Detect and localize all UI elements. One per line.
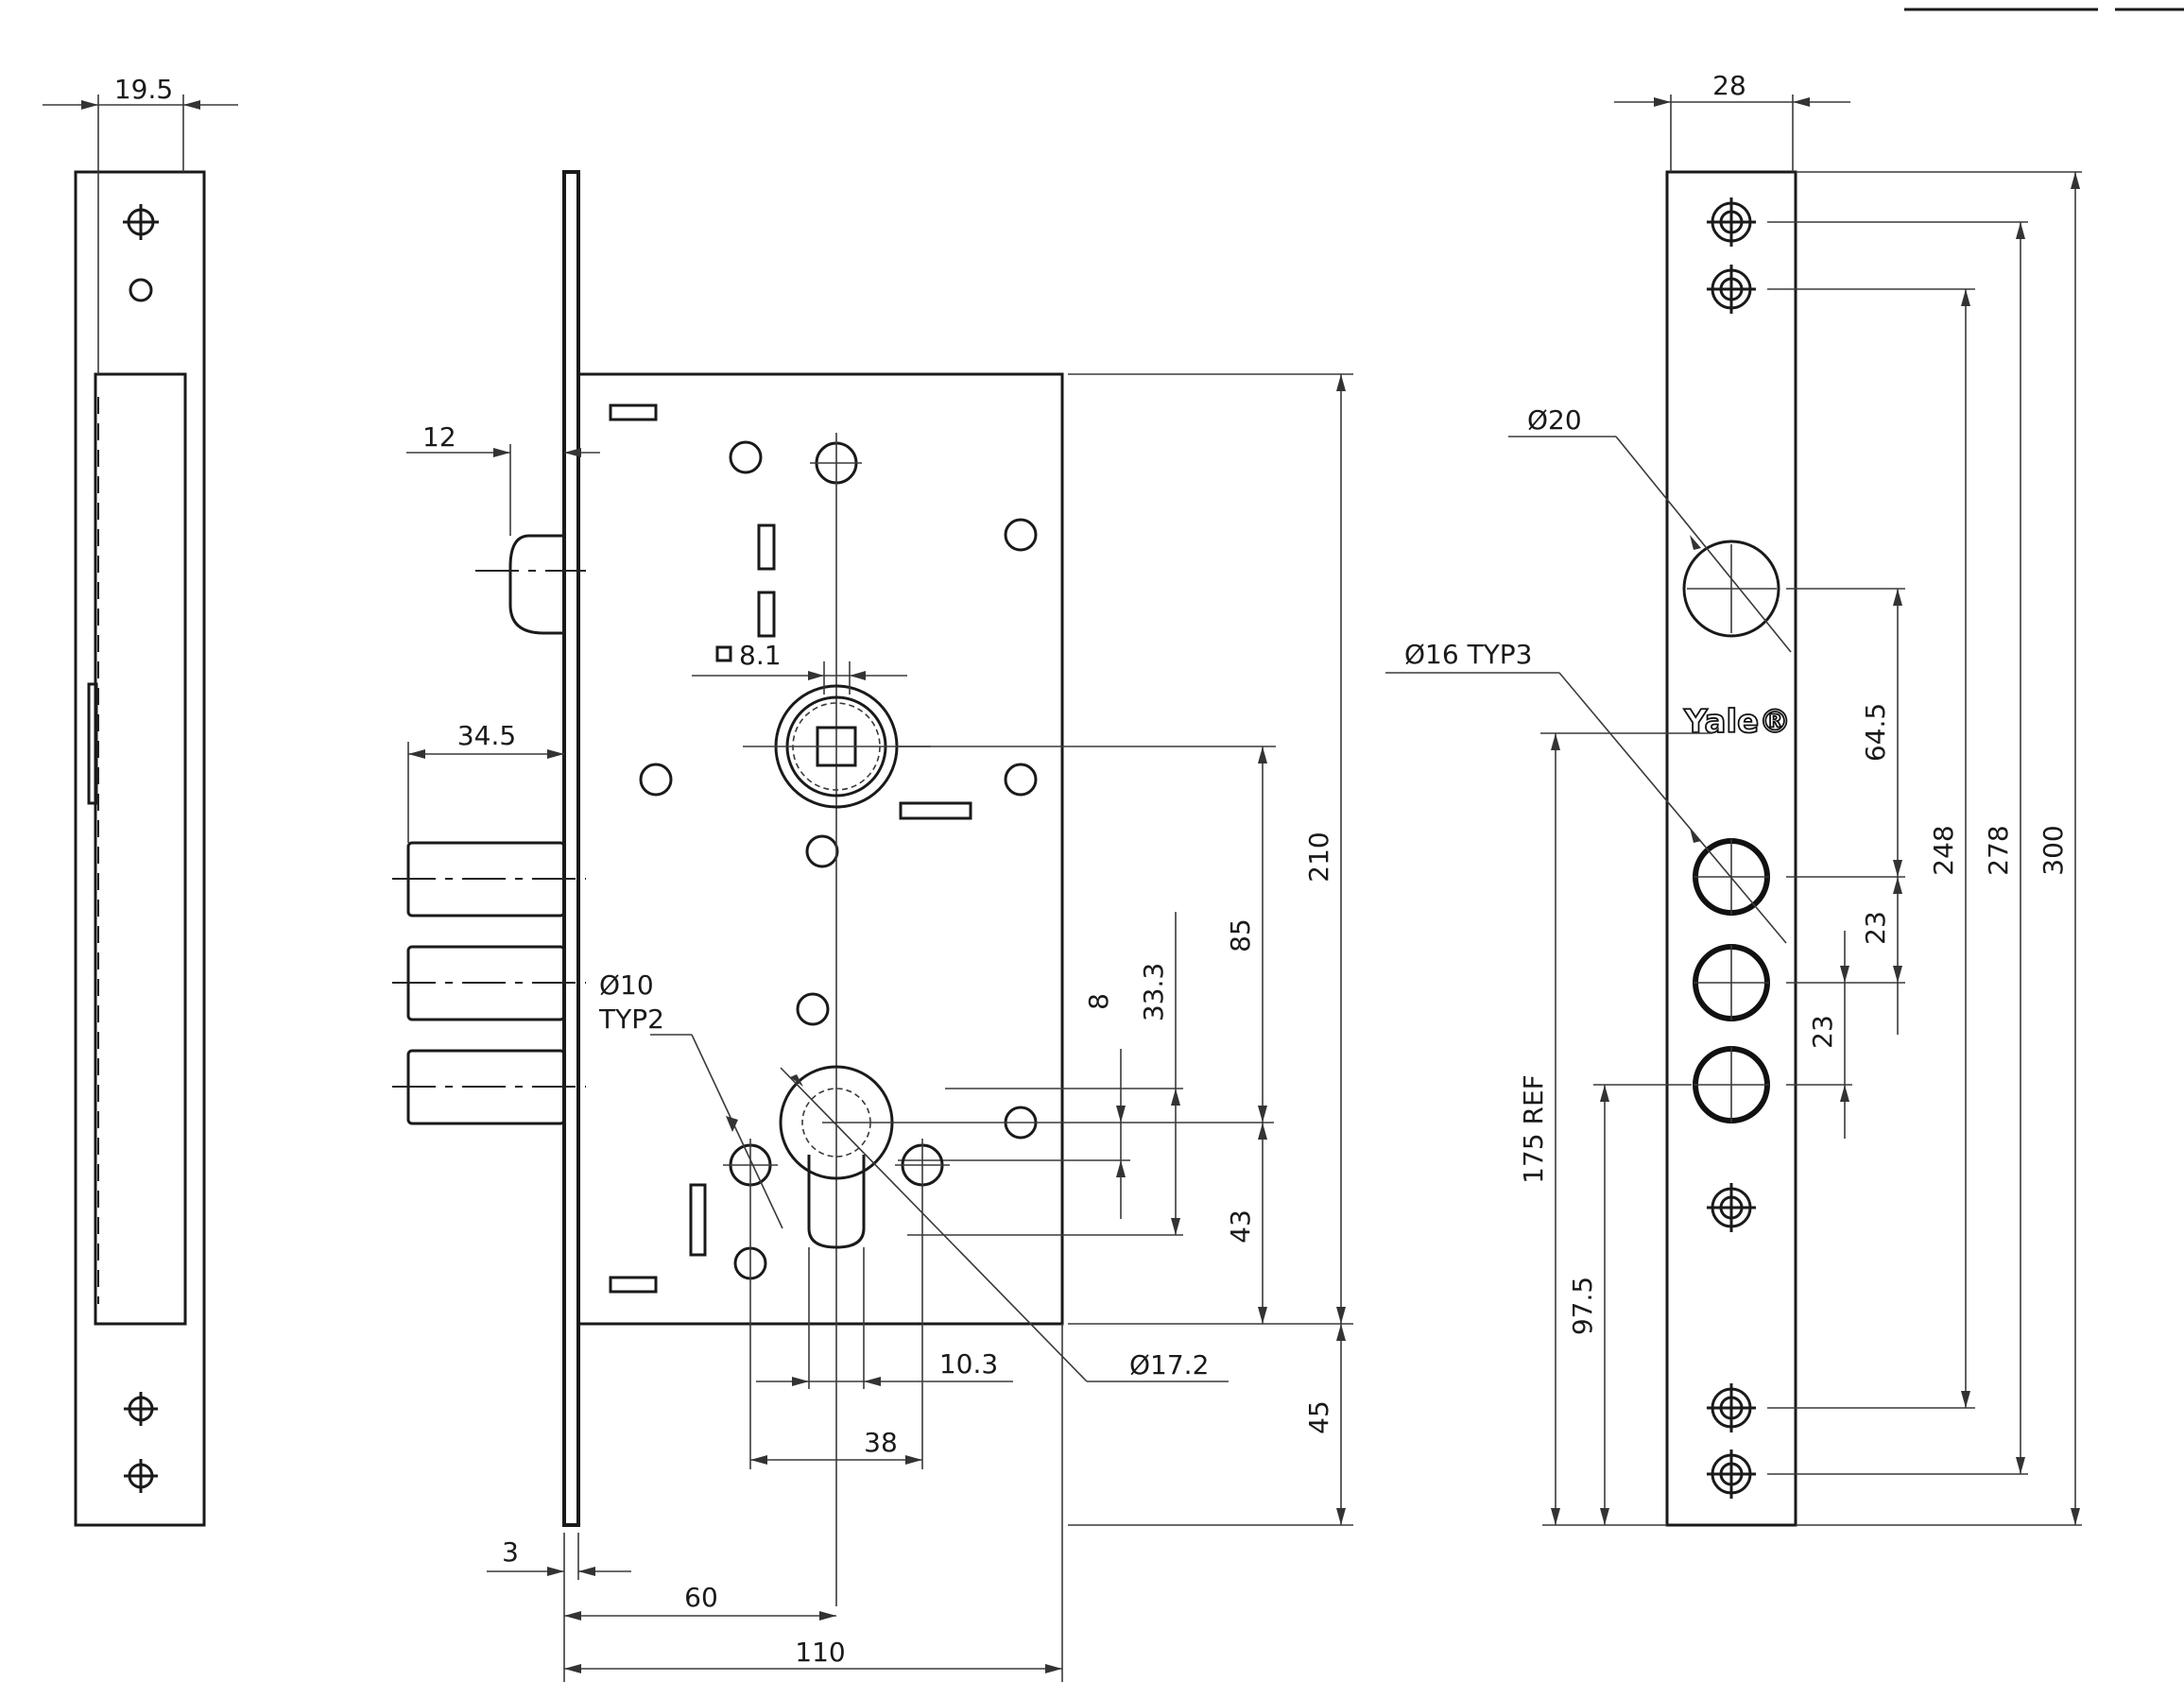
circle-icon xyxy=(129,278,153,302)
dimension-label: 23 xyxy=(1860,911,1891,945)
latch-bolt: 12 xyxy=(406,421,600,635)
dimension-label: 45 xyxy=(1303,1400,1334,1434)
yale-logo: Yale® xyxy=(1683,703,1791,741)
dimension-label: 278 xyxy=(1983,825,2014,875)
dimension-label: Ø10 xyxy=(599,969,654,1001)
left-side-view: 19.5 xyxy=(43,74,238,1527)
faceplate-front-view: 28 Ø20 xyxy=(1385,70,2082,1527)
faceplate-outline xyxy=(74,170,206,1527)
dimension-label: 10.3 xyxy=(939,1348,998,1380)
spindle-follower: 8.1 xyxy=(692,640,931,809)
dimension-label: 64.5 xyxy=(1860,703,1891,762)
crosshair-circle-icon xyxy=(1707,1449,1756,1499)
dimension-label: Ø20 xyxy=(1527,404,1582,436)
dimension-label: 19.5 xyxy=(114,74,173,105)
dimension-label: 33.3 xyxy=(1138,963,1169,1021)
dimension-label: Ø16 TYP3 xyxy=(1404,639,1532,670)
crosshair-circle-icon xyxy=(123,204,159,240)
faceplate-outline xyxy=(1665,170,1797,1527)
screw-holes: Ø10 TYP2 xyxy=(598,969,950,1469)
dimension-label: 38 xyxy=(864,1427,898,1458)
dimension-label: 23 xyxy=(1807,1015,1838,1049)
dimension-label: 300 xyxy=(2038,825,2069,875)
dimension-label: 110 xyxy=(795,1637,845,1668)
faceplate-edge xyxy=(562,170,580,1527)
crosshair-circle-icon xyxy=(124,1392,158,1426)
dimension-label: 60 xyxy=(684,1582,718,1613)
crosshair-circle-icon xyxy=(1707,1183,1756,1232)
case-edge-step xyxy=(87,682,98,805)
dimension-label: 175 REF xyxy=(1518,1074,1549,1184)
latch-opening xyxy=(1682,540,1780,638)
dimension-label: 210 xyxy=(1303,832,1334,882)
crosshair-circle-icon xyxy=(124,1459,158,1493)
case-body xyxy=(576,372,1064,1326)
dimension-label: 248 xyxy=(1928,825,1959,875)
bolt-openings xyxy=(1693,838,1770,1123)
dimension-label: 85 xyxy=(1225,918,1256,952)
dimension-label: 34.5 xyxy=(457,720,516,751)
dimension-label: 28 xyxy=(1712,70,1746,101)
dimension-label: 8.1 xyxy=(739,640,782,671)
dimension-label: 97.5 xyxy=(1567,1277,1598,1335)
front-case-view: 8.1 12 34.5 xyxy=(392,170,1353,1682)
dimension-label: 12 xyxy=(422,421,456,453)
deadbolts: 34.5 xyxy=(392,720,586,1125)
crosshair-circle-icon xyxy=(1707,1383,1756,1432)
case-outline xyxy=(94,372,187,1326)
cylinder-cutout xyxy=(779,1065,1274,1389)
dimension-label: 3 xyxy=(502,1536,519,1568)
dimension-label: Ø17.2 xyxy=(1129,1349,1209,1381)
dimension-label: 43 xyxy=(1225,1209,1256,1243)
dimension-label: TYP2 xyxy=(598,1003,664,1035)
crosshair-circle-icon xyxy=(1707,265,1756,314)
crosshair-circle-icon xyxy=(1707,197,1756,247)
dimension-label: 8 xyxy=(1083,993,1114,1010)
